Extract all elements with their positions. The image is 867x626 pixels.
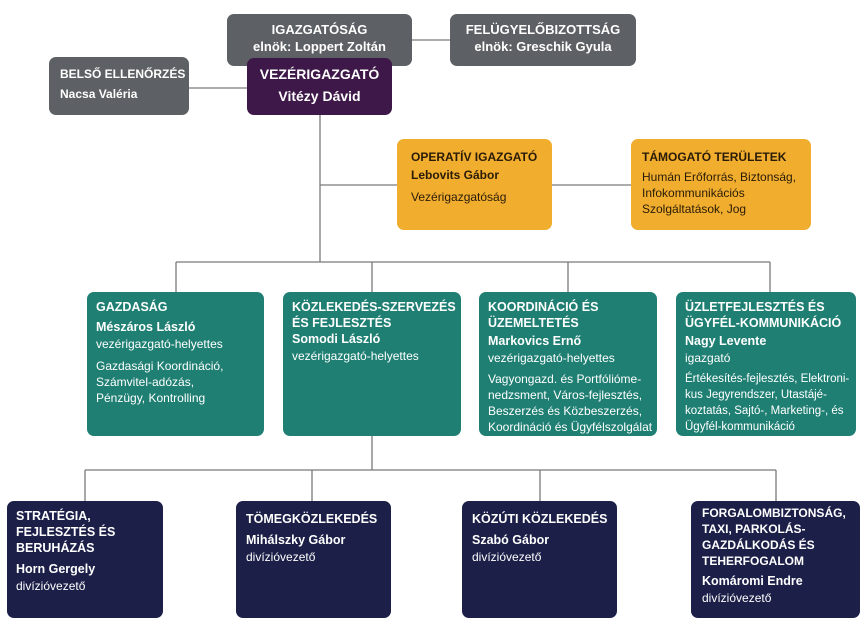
support-desc-line: Infokommunikációs [642,186,745,200]
division-box-strategia: STRATÉGIA, FEJLESZTÉS ÉS BERUHÁZÁS Horn … [7,501,163,618]
division-role: divízióvezető [16,579,86,593]
deputy-title: ÜZLETFEJLESZTÉS ÉS [685,300,825,314]
board-chair: elnök: Loppert Zoltán [253,39,386,54]
ceo-box: VEZÉRIGAZGATÓ Vitézy Dávid [247,58,392,115]
deputy-desc-line: Beszerzés és Közbeszerzés, [488,404,643,418]
operative-desc: Vezérigazgatóság [411,190,507,204]
operative-box: OPERATÍV IGAZGATÓ Lebovits Gábor Vezérig… [397,139,552,230]
deputy-title: ÜZEMELTETÉS [488,316,579,330]
deputy-desc-line: Koordináció és Ügyfélszolgálat [488,420,653,434]
deputy-role: vezérigazgató-helyettes [488,351,615,365]
deputy-role: igazgató [685,351,731,365]
deputy-desc-line: Számvitel-adózás, [96,375,195,389]
deputy-name: Mészáros László [96,320,196,334]
deputy-box-koordinacio: KOORDINÁCIÓ ÉS ÜZEMELTETÉS Markovics Ern… [479,292,657,436]
supervisory-chair: elnök: Greschik Gyula [474,39,612,54]
deputy-role: vezérigazgató-helyettes [96,337,223,351]
division-title: STRATÉGIA, [16,509,91,523]
division-name: Mihálszky Gábor [246,533,346,547]
deputy-desc-line: Ügyfél-kommunikáció [685,421,795,433]
deputy-name: Somodi László [292,332,381,346]
division-title: FORGALOMBIZTONSÁG, [702,506,846,520]
deputy-role: vezérigazgató-helyettes [292,349,419,363]
deputy-desc-line: Értékesítés-fejlesztés, Elektroni- [685,373,850,385]
deputy-box-uzletfejlesztes: ÜZLETFEJLESZTÉS ÉS ÜGYFÉL-KOMMUNIKÁCIÓ N… [676,292,856,436]
division-title: TÖMEGKÖZLEKEDÉS [246,512,378,526]
support-desc-line: Szolgáltatások, Jog [642,202,747,216]
division-title: TAXI, PARKOLÁS- [702,522,806,536]
board-box: IGAZGATÓSÁG elnök: Loppert Zoltán [227,14,412,66]
division-title: TEHERFOGALOM [702,554,804,568]
deputy-desc-line: Vagyongazd. és Portfólióme- [488,372,642,386]
deputy-box-kozlekedes: KÖZLEKEDÉS-SZERVEZÉS ÉS FEJLESZTÉS Somod… [283,292,461,436]
operative-name: Lebovits Gábor [411,168,500,182]
deputy-name: Markovics Ernő [488,334,582,348]
supervisory-title: FELÜGYELŐBIZOTTSÁG [465,22,621,37]
deputy-desc-line: Pénzügy, Kontrolling [96,391,206,405]
division-title: GAZDÁLKODÁS ÉS [702,538,815,552]
support-box: TÁMOGATÓ TERÜLETEK Humán Erőforrás, Bizt… [631,139,811,230]
audit-title: BELSŐ ELLENŐRZÉS [60,67,186,81]
division-box-forgalombiztonsag: FORGALOMBIZTONSÁG, TAXI, PARKOLÁS- GAZDÁ… [691,501,860,618]
deputy-desc-line: kus Jegyrendszer, Utastájé- [685,389,827,401]
division-box-tomegkozlekedes: TÖMEGKÖZLEKEDÉS Mihálszky Gábor divízióv… [236,501,391,618]
deputy-title: ÜGYFÉL-KOMMUNIKÁCIÓ [685,316,842,330]
deputy-box-gazdasag: GAZDASÁG Mészáros László vezérigazgató-h… [87,292,264,436]
division-box-kozuti: KÖZÚTI KÖZLEKEDÉS Szabó Gábor divízióvez… [462,501,617,618]
deputy-title: ÉS FEJLESZTÉS [292,316,392,330]
division-name: Komáromi Endre [702,574,803,588]
ceo-title: VEZÉRIGAZGATÓ [259,66,380,82]
division-title: BERUHÁZÁS [16,541,95,555]
support-title: TÁMOGATÓ TERÜLETEK [642,150,787,164]
deputy-desc-line: nedzsment, Város-fejlesztés, [488,388,643,402]
operative-title: OPERATÍV IGAZGATÓ [411,150,538,164]
support-desc-line: Humán Erőforrás, Biztonság, [642,170,797,184]
deputy-title: KÖZLEKEDÉS-SZERVEZÉS [292,300,456,314]
division-role: divízióvezető [246,550,316,564]
deputy-title: GAZDASÁG [96,300,168,314]
deputy-title: KOORDINÁCIÓ ÉS [488,300,599,314]
division-title: KÖZÚTI KÖZLEKEDÉS [472,512,608,526]
deputy-desc-line: Gazdasági Koordináció, [96,359,224,373]
deputy-name: Nagy Levente [685,334,767,348]
supervisory-box: FELÜGYELŐBIZOTTSÁG elnök: Greschik Gyula [450,14,636,66]
division-title: FEJLESZTÉS ÉS [16,525,116,539]
division-name: Szabó Gábor [472,533,550,547]
audit-box: BELSŐ ELLENŐRZÉS Nacsa Valéria [49,57,189,115]
ceo-name: Vitézy Dávid [278,88,361,104]
audit-name: Nacsa Valéria [60,87,138,101]
board-title: IGAZGATÓSÁG [271,22,368,37]
deputy-desc-line: koztatás, Sajtó-, Marketing-, és [685,405,844,417]
division-role: divízióvezető [702,591,772,605]
division-name: Horn Gergely [16,562,96,576]
division-role: divízióvezető [472,550,542,564]
